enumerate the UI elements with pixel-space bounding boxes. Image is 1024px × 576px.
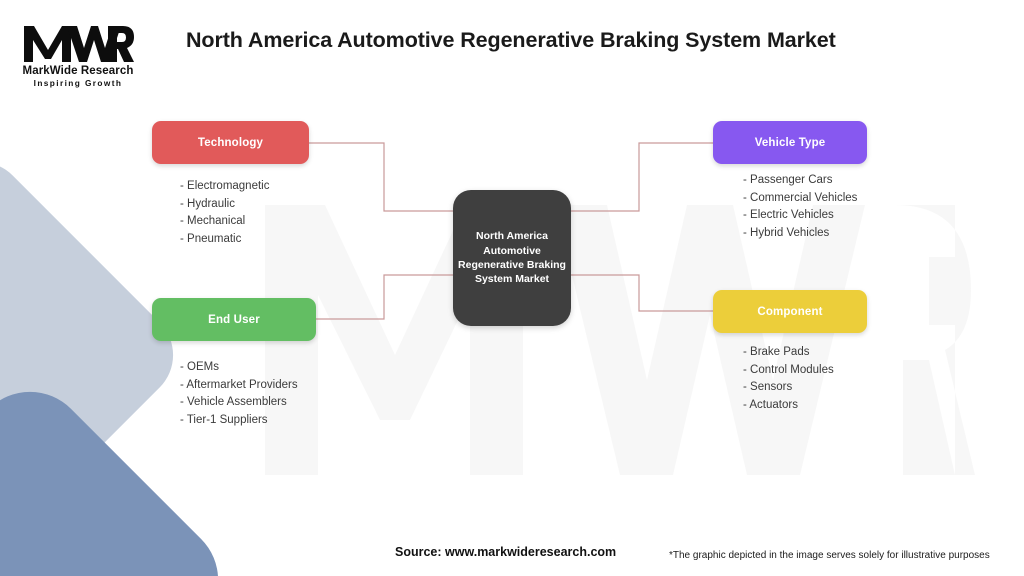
center-node-label: North America Automotive Regenerative Br… — [458, 230, 566, 286]
page-title: North America Automotive Regenerative Br… — [186, 28, 836, 52]
list-item: - Mechanical — [180, 215, 246, 228]
list-item: - Brake Pads — [743, 346, 810, 358]
branch-pill-vehicle-type[interactable]: Vehicle Type — [713, 121, 867, 164]
center-node: North America Automotive Regenerative Br… — [453, 190, 571, 326]
branch-label-end-user: End User — [208, 313, 260, 326]
branch-label-vehicle-type: Vehicle Type — [754, 136, 826, 149]
brand-logo: MarkWide Research Inspiring Growth — [14, 22, 142, 88]
list-item: - Tier-1 Suppliers — [180, 413, 268, 426]
list-item: - Commercial Vehicles — [743, 191, 858, 204]
list-item: - Hydraulic — [180, 197, 235, 210]
list-item: - Aftermarket Providers — [180, 378, 298, 391]
brand-tagline: Inspiring Growth — [33, 78, 123, 88]
list-item: - OEMs — [180, 361, 219, 373]
list-item: - Actuators — [743, 398, 798, 411]
branch-pill-end-user[interactable]: End User — [152, 298, 316, 341]
mwr-watermark — [265, 205, 975, 475]
list-item: - Pneumatic — [180, 232, 242, 245]
list-item: - Electromagnetic — [180, 180, 270, 192]
branch-label-technology: Technology — [197, 136, 264, 149]
list-item: - Vehicle Assemblers — [180, 396, 287, 409]
branch-items-component: - Brake Pads - Control Modules - Sensors… — [743, 344, 834, 414]
branch-pill-technology[interactable]: Technology — [152, 121, 309, 164]
branch-items-end-user: - OEMs - Aftermarket Providers - Vehicle… — [180, 359, 298, 429]
list-item: - Hybrid Vehicles — [743, 226, 830, 239]
branch-items-vehicle-type: - Passenger Cars - Commercial Vehicles -… — [743, 172, 857, 242]
list-item: - Control Modules — [743, 363, 834, 376]
list-item: - Passenger Cars — [743, 174, 833, 186]
source-label: Source: www.markwideresearch.com — [395, 545, 617, 559]
branch-items-technology: - Electromagnetic - Hydraulic - Mechanic… — [180, 178, 269, 248]
branch-pill-component[interactable]: Component — [713, 290, 867, 333]
list-item: - Electric Vehicles — [743, 209, 834, 222]
mwr-monogram-icon — [24, 26, 134, 62]
branch-label-component: Component — [757, 305, 823, 318]
brand-name: MarkWide Research — [22, 65, 134, 77]
list-item: - Sensors — [743, 381, 793, 394]
disclaimer-note: *The graphic depicted in the image serve… — [669, 550, 990, 561]
